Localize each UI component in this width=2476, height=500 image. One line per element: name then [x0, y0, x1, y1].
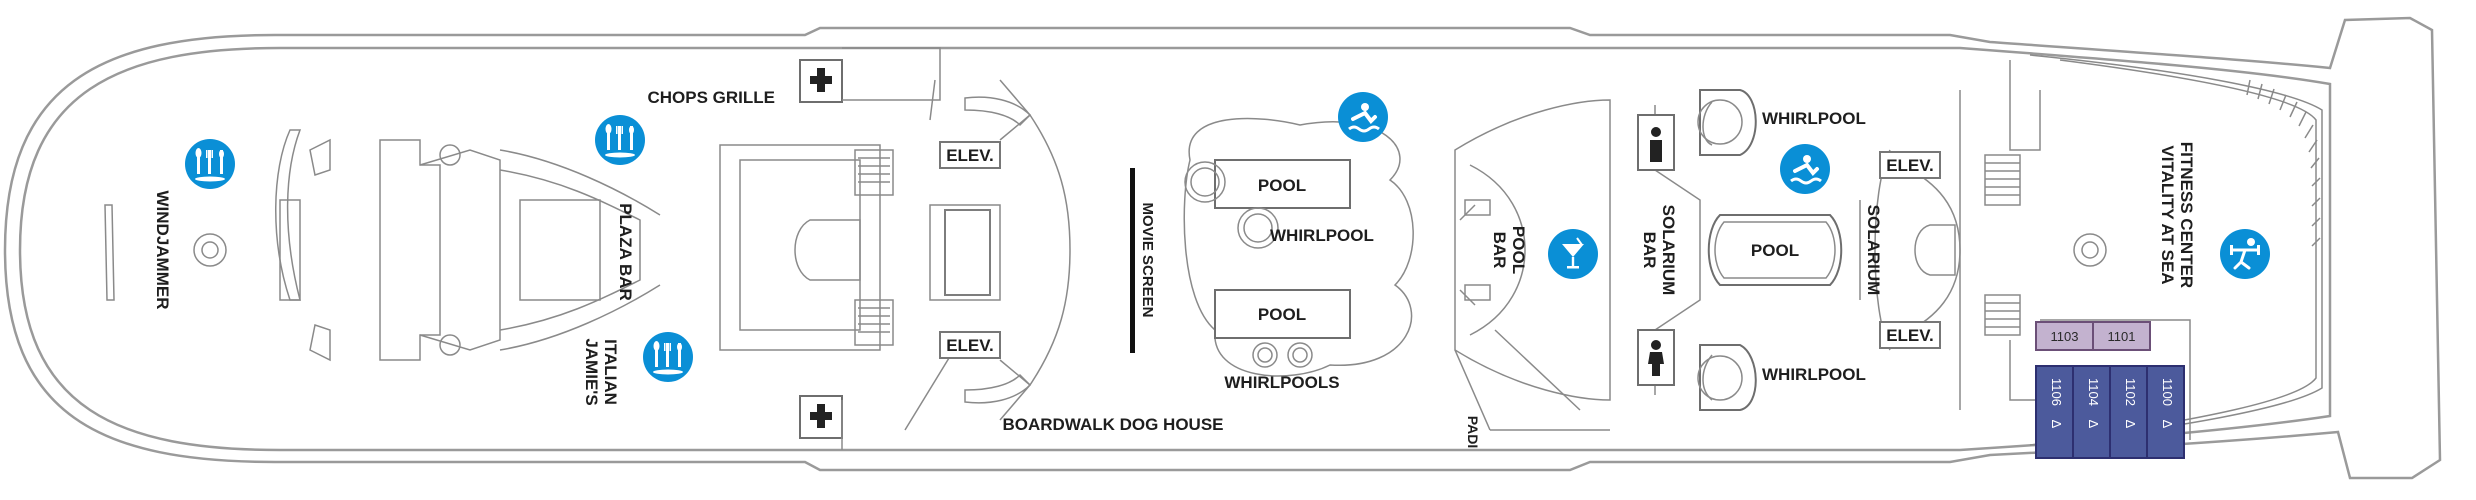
- atrium-area: [719, 79, 1071, 431]
- swimmer-icon: [1338, 92, 1388, 142]
- cocktail-icon: [1548, 229, 1598, 279]
- cabin-1101[interactable]: 1101: [2092, 321, 2151, 351]
- dining-icon: [595, 115, 645, 165]
- restroom-male-icon-2: [810, 404, 832, 428]
- accessible-icon: Δ: [2123, 420, 2138, 429]
- label-elev-fwd-top: ELEV.: [946, 146, 994, 165]
- accessible-icon: Δ: [2049, 420, 2064, 429]
- label-elev-aft-top: ELEV.: [1886, 156, 1934, 175]
- label-whirlpools: WHIRLPOOLS: [1224, 373, 1339, 392]
- label-pool-bar-2: BAR: [1490, 232, 1509, 269]
- label-jamies-italian-2: ITALIAN: [601, 339, 620, 405]
- label-jamies-italian-1: JAMIE'S: [582, 338, 601, 405]
- main-pool-area: [1183, 117, 1414, 377]
- label-solarium-bar-1: SOLARIUM: [1659, 205, 1678, 296]
- chops-grille-area: [799, 47, 941, 450]
- hull-outline: [3, 16, 2442, 480]
- label-whirlpool-top: WHIRLPOOL: [1762, 109, 1866, 128]
- label-solarium-bar-2: BAR: [1640, 232, 1659, 269]
- dining-icon: [185, 139, 235, 189]
- label-vitality-1: VITALITY AT SEA: [2158, 145, 2177, 284]
- elevator-fwd-bottom: [939, 331, 1001, 359]
- label-windjammer: WINDJAMMER: [153, 191, 172, 310]
- label-vitality-2: FITNESS CENTER: [2177, 142, 2196, 288]
- restroom-male-icon-3: [1648, 340, 1664, 376]
- label-whirlpool-bottom: WHIRLPOOL: [1762, 365, 1866, 384]
- fitness-area: [1984, 60, 2191, 440]
- accessible-icon: Δ: [2160, 420, 2175, 429]
- label-pool-solarium: POOL: [1751, 241, 1799, 260]
- label-chops-grille: CHOPS GRILLE: [647, 88, 775, 107]
- cabin-number: 1103: [2051, 329, 2079, 344]
- label-boardwalk-dog-house: BOARDWALK DOG HOUSE: [1003, 415, 1224, 434]
- pool-bar-area: [1454, 99, 1701, 431]
- label-padi: PADI: [1465, 416, 1481, 448]
- solarium-area: [1697, 89, 1961, 411]
- movie-screen-bar: [1130, 168, 1135, 353]
- elevator-fwd-top: [939, 141, 1001, 169]
- elevator-aft-top: [1879, 151, 1941, 179]
- cabin-number: 1102: [2123, 378, 2138, 406]
- restroom-male-icon: [810, 68, 832, 92]
- elevator-aft-bottom: [1879, 321, 1941, 349]
- label-pool-bar-1: POOL: [1509, 226, 1528, 274]
- restroom-female-icon: [1650, 127, 1662, 162]
- label-solarium: SOLARIUM: [1864, 205, 1883, 296]
- windjammer-area: [104, 129, 661, 362]
- dining-icon: [643, 332, 693, 382]
- label-pool-bottom: POOL: [1258, 305, 1306, 324]
- label-whirlpool-main: WHIRLPOOL: [1270, 226, 1374, 245]
- cabin-1103[interactable]: 1103: [2035, 321, 2094, 351]
- label-pool-top: POOL: [1258, 176, 1306, 195]
- accessible-icon: Δ: [2086, 420, 2101, 429]
- label-movie-screen: MOVIE SCREEN: [1139, 202, 1156, 317]
- label-elev-fwd-bottom: ELEV.: [946, 336, 994, 355]
- cabin-number: 1104: [2086, 378, 2101, 406]
- label-elev-aft-bottom: ELEV.: [1886, 326, 1934, 345]
- cabin-number: 1100: [2160, 378, 2175, 406]
- cabin-number: 1101: [2108, 329, 2136, 344]
- swimmer-icon: [1780, 144, 1830, 194]
- cabin-number: 1106: [2049, 378, 2064, 406]
- cabins-top: 1103 1101: [2035, 321, 2151, 351]
- label-plaza-bar: PLAZA BAR: [616, 203, 635, 301]
- fitness-icon: [2220, 229, 2270, 279]
